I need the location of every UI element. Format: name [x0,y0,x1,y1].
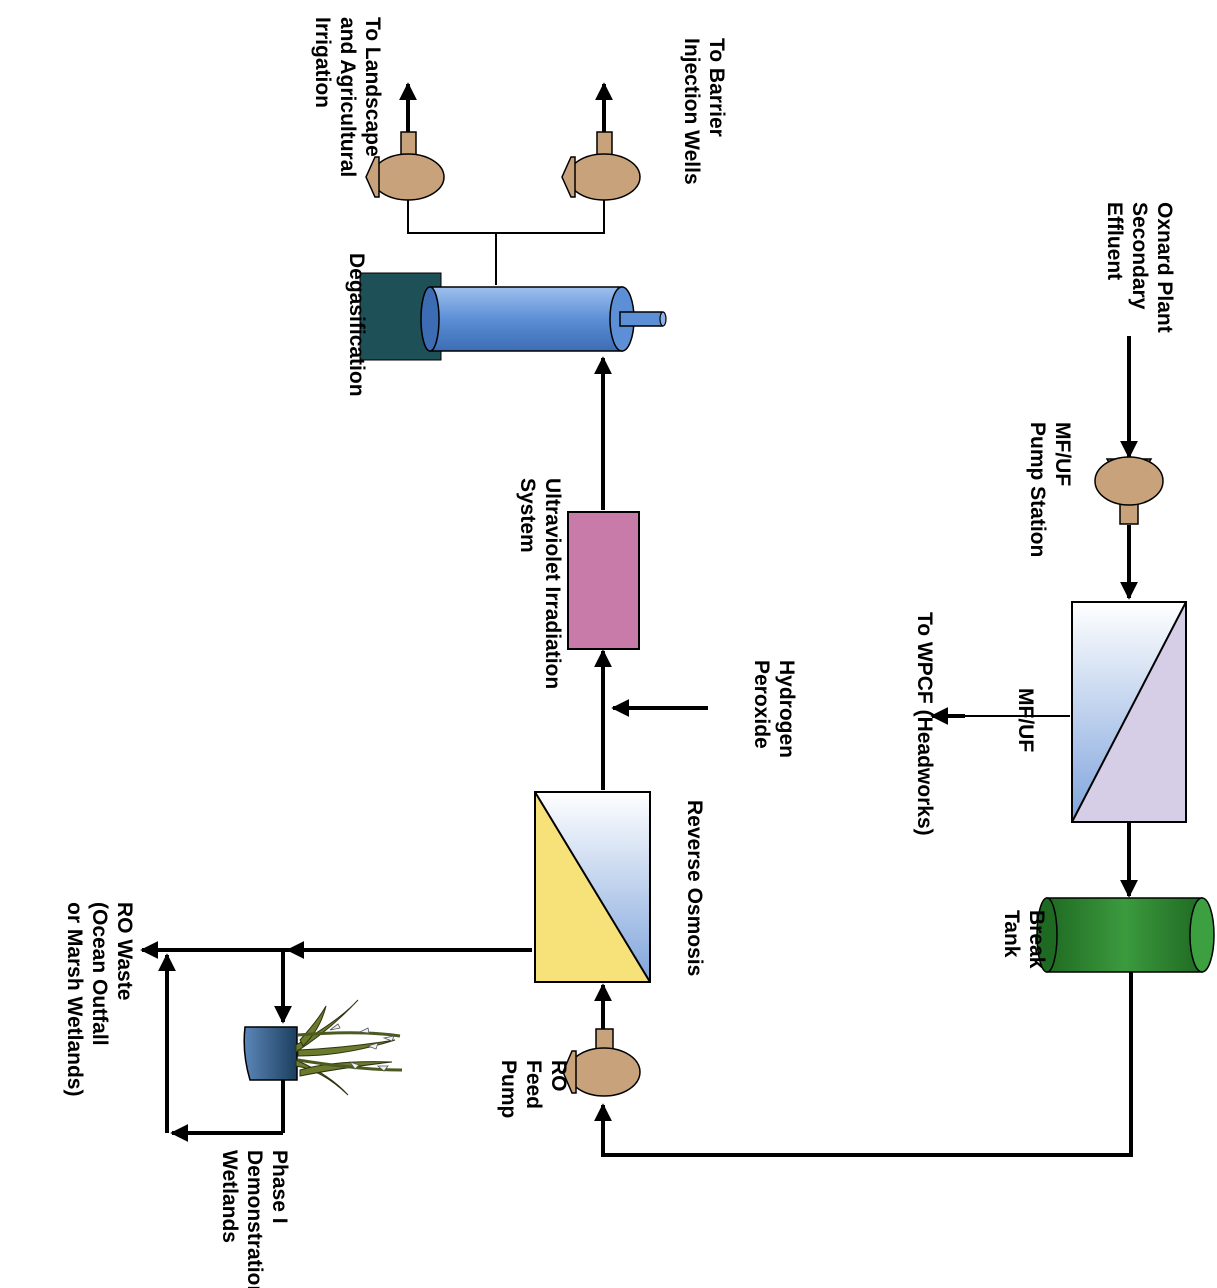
label-wetlands: Phase IDemonstrationWetlands [218,1150,291,1288]
break-tank [1036,897,1215,973]
mfuf-pump [1094,456,1164,525]
label-uv-system: Ultraviolet IrradiationSystem [516,478,564,689]
flow-lines [140,82,1138,1157]
label-hydrogen-peroxide: HydrogenPeroxide [750,660,798,758]
degasification-unit [359,272,667,361]
label-to-barrier: To BarrierInjection Wells [680,38,728,185]
label-to-landscape: To Landscapeand AgriculturalIrrigation [311,17,384,177]
landscape-irrigation-pump [365,131,445,201]
label-source: Oxnard PlantSecondaryEffluent [1103,202,1176,333]
label-degasification: Degasification [345,253,368,397]
label-reverse-osmosis: Reverse Osmosis [683,800,706,976]
label-ro-feed-pump: ROFeedPump [497,1060,570,1118]
wetlands-plant-icon [243,999,403,1096]
label-break-tank: BreakTank [1000,910,1048,969]
label-mfuf-reject: MF/UF [1014,688,1037,752]
ro-feed-pump [562,1028,641,1097]
label-ro-waste: RO Waste(Ocean Outfallor Marsh Wetlands) [63,902,136,1096]
mfuf-membrane-unit [1071,601,1187,823]
reverse-osmosis-unit [534,791,651,983]
label-mfuf-pump: MF/UFPump Station [1026,422,1074,557]
uv-irradiation-unit [567,511,640,650]
labels: Oxnard PlantSecondaryEffluent MF/UFPump … [63,17,1176,1288]
label-wpcf: To WPCF (Headworks) [913,612,936,836]
barrier-injection-pump [561,131,641,201]
